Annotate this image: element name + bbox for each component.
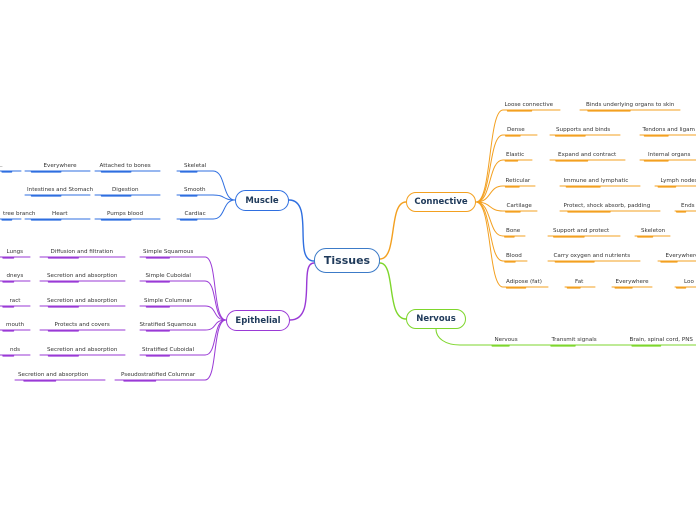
- subtopic-muscle[interactable]: Intestines and Stomach: [27, 187, 94, 193]
- subtopic-connective[interactable]: Skeleton: [641, 228, 666, 234]
- subtopic-connective[interactable]: Everywhere: [615, 279, 649, 285]
- connector-line: [475, 109, 504, 203]
- subtopic-epithelial[interactable]: Stratified Squamous: [139, 322, 197, 328]
- subtopic-connective[interactable]: Blood: [506, 253, 522, 259]
- subtopic-muscle[interactable]: Digestion: [112, 187, 139, 193]
- subtopic-connective[interactable]: Protect, shock absorb, padding: [563, 203, 651, 209]
- central-topic-label: Tissues: [323, 254, 371, 267]
- subtopic-connective[interactable]: Elastic: [506, 152, 525, 158]
- connector-line: [475, 134, 504, 203]
- branch-topic-label: Muscle: [245, 195, 279, 206]
- branch-topic-label: Epithelial: [235, 315, 281, 326]
- connector-line: [435, 328, 461, 346]
- subtopic-connective[interactable]: Supports and binds: [556, 127, 611, 133]
- subtopic-connective[interactable]: Carry oxygen and nutrients: [553, 253, 631, 259]
- subtopic-nervous[interactable]: Brain, spinal cord, PNS: [629, 337, 693, 343]
- subtopic-connective[interactable]: Reticular: [505, 178, 531, 184]
- subtopic-muscle[interactable]: ...: [0, 163, 3, 169]
- connector-line: [379, 262, 407, 320]
- subtopic-epithelial[interactable]: Secretion and absorption: [47, 347, 118, 353]
- subtopic-epithelial[interactable]: Stratified Cuboidal: [142, 347, 195, 353]
- subtopic-epithelial[interactable]: Secretion and absorption: [47, 298, 118, 304]
- subtopic-epithelial[interactable]: Lungs: [6, 249, 24, 255]
- subtopic-connective[interactable]: Loose connective: [504, 102, 554, 108]
- branch-topic-label: Nervous: [416, 314, 456, 324]
- connector-line: [475, 185, 504, 203]
- subtopic-connective[interactable]: Tendons and ligam: [642, 127, 696, 133]
- subtopic-muscle[interactable]: Attached to bones: [99, 163, 151, 169]
- connector-line: [288, 199, 315, 262]
- subtopic-muscle[interactable]: tree branch: [3, 211, 36, 217]
- subtopic-epithelial[interactable]: Simple Squamous: [143, 249, 194, 255]
- subtopic-epithelial[interactable]: nds: [10, 347, 21, 353]
- subtopic-connective[interactable]: Dense: [507, 127, 525, 133]
- subtopic-muscle[interactable]: Everywhere: [43, 163, 77, 169]
- branch-topic-nervous[interactable]: Nervous: [406, 309, 466, 329]
- subtopic-epithelial[interactable]: Secretion and absorption: [18, 372, 89, 378]
- subtopic-epithelial[interactable]: Simple Cuboidal: [145, 273, 191, 279]
- subtopic-connective[interactable]: Internal organs: [648, 152, 691, 158]
- connector-line: [475, 201, 504, 288]
- subtopic-connective[interactable]: Support and protect: [553, 228, 610, 234]
- connector-line: [212, 170, 236, 201]
- subtopic-muscle[interactable]: Heart: [52, 211, 68, 217]
- subtopic-connective[interactable]: Everywhere: [665, 253, 696, 259]
- connector-line: [475, 201, 504, 262]
- branch-topic-label: Connective: [414, 197, 468, 207]
- subtopic-connective[interactable]: Loo: [684, 279, 694, 285]
- connector-line: [475, 159, 504, 203]
- central-topic-tissues[interactable]: Tissues: [314, 248, 380, 273]
- subtopic-connective[interactable]: Fat: [575, 279, 584, 285]
- subtopic-epithelial[interactable]: Secretion and absorption: [47, 273, 118, 279]
- subtopic-connective[interactable]: Ends: [681, 203, 695, 209]
- branch-topic-muscle[interactable]: Muscle: [235, 190, 289, 211]
- subtopic-connective[interactable]: Immune and lymphatic: [563, 178, 629, 184]
- connector-line: [204, 305, 227, 321]
- subtopic-epithelial[interactable]: Pseudostratified Columnar: [121, 372, 196, 378]
- subtopic-nervous[interactable]: Nervous: [494, 337, 518, 343]
- subtopic-connective[interactable]: Cartilage: [506, 203, 532, 209]
- subtopic-epithelial[interactable]: Simple Columnar: [144, 298, 193, 304]
- branch-topic-epithelial[interactable]: Epithelial: [226, 310, 290, 331]
- subtopic-connective[interactable]: Binds underlying organs to skin: [586, 102, 675, 108]
- subtopic-epithelial[interactable]: ract: [9, 298, 21, 304]
- connector-line: [204, 319, 227, 381]
- subtopic-connective[interactable]: Bone: [506, 228, 521, 234]
- subtopic-connective[interactable]: Expand and contract: [558, 152, 617, 158]
- subtopic-epithelial[interactable]: dneys: [6, 273, 24, 279]
- connector-line: [212, 199, 236, 220]
- subtopic-connective[interactable]: Lymph nodes: [660, 178, 696, 184]
- subtopic-muscle[interactable]: Skeletal: [184, 163, 207, 169]
- connector-line: [289, 262, 315, 321]
- subtopic-epithelial[interactable]: Diffusion and filtration: [50, 249, 114, 255]
- subtopic-muscle[interactable]: Cardiac: [184, 211, 206, 217]
- subtopic-epithelial[interactable]: mouth: [6, 322, 25, 328]
- connector-line: [204, 280, 227, 321]
- connector-line: [379, 201, 407, 260]
- subtopic-muscle[interactable]: Pumps blood: [107, 211, 144, 217]
- subtopic-epithelial[interactable]: Protects and covers: [54, 322, 110, 328]
- subtopic-muscle[interactable]: Smooth: [184, 187, 206, 193]
- subtopic-connective[interactable]: Adipose (fat): [506, 279, 542, 285]
- connector-line: [204, 256, 227, 321]
- branch-topic-connective[interactable]: Connective: [406, 192, 476, 212]
- subtopic-nervous[interactable]: Transmit signals: [551, 337, 597, 343]
